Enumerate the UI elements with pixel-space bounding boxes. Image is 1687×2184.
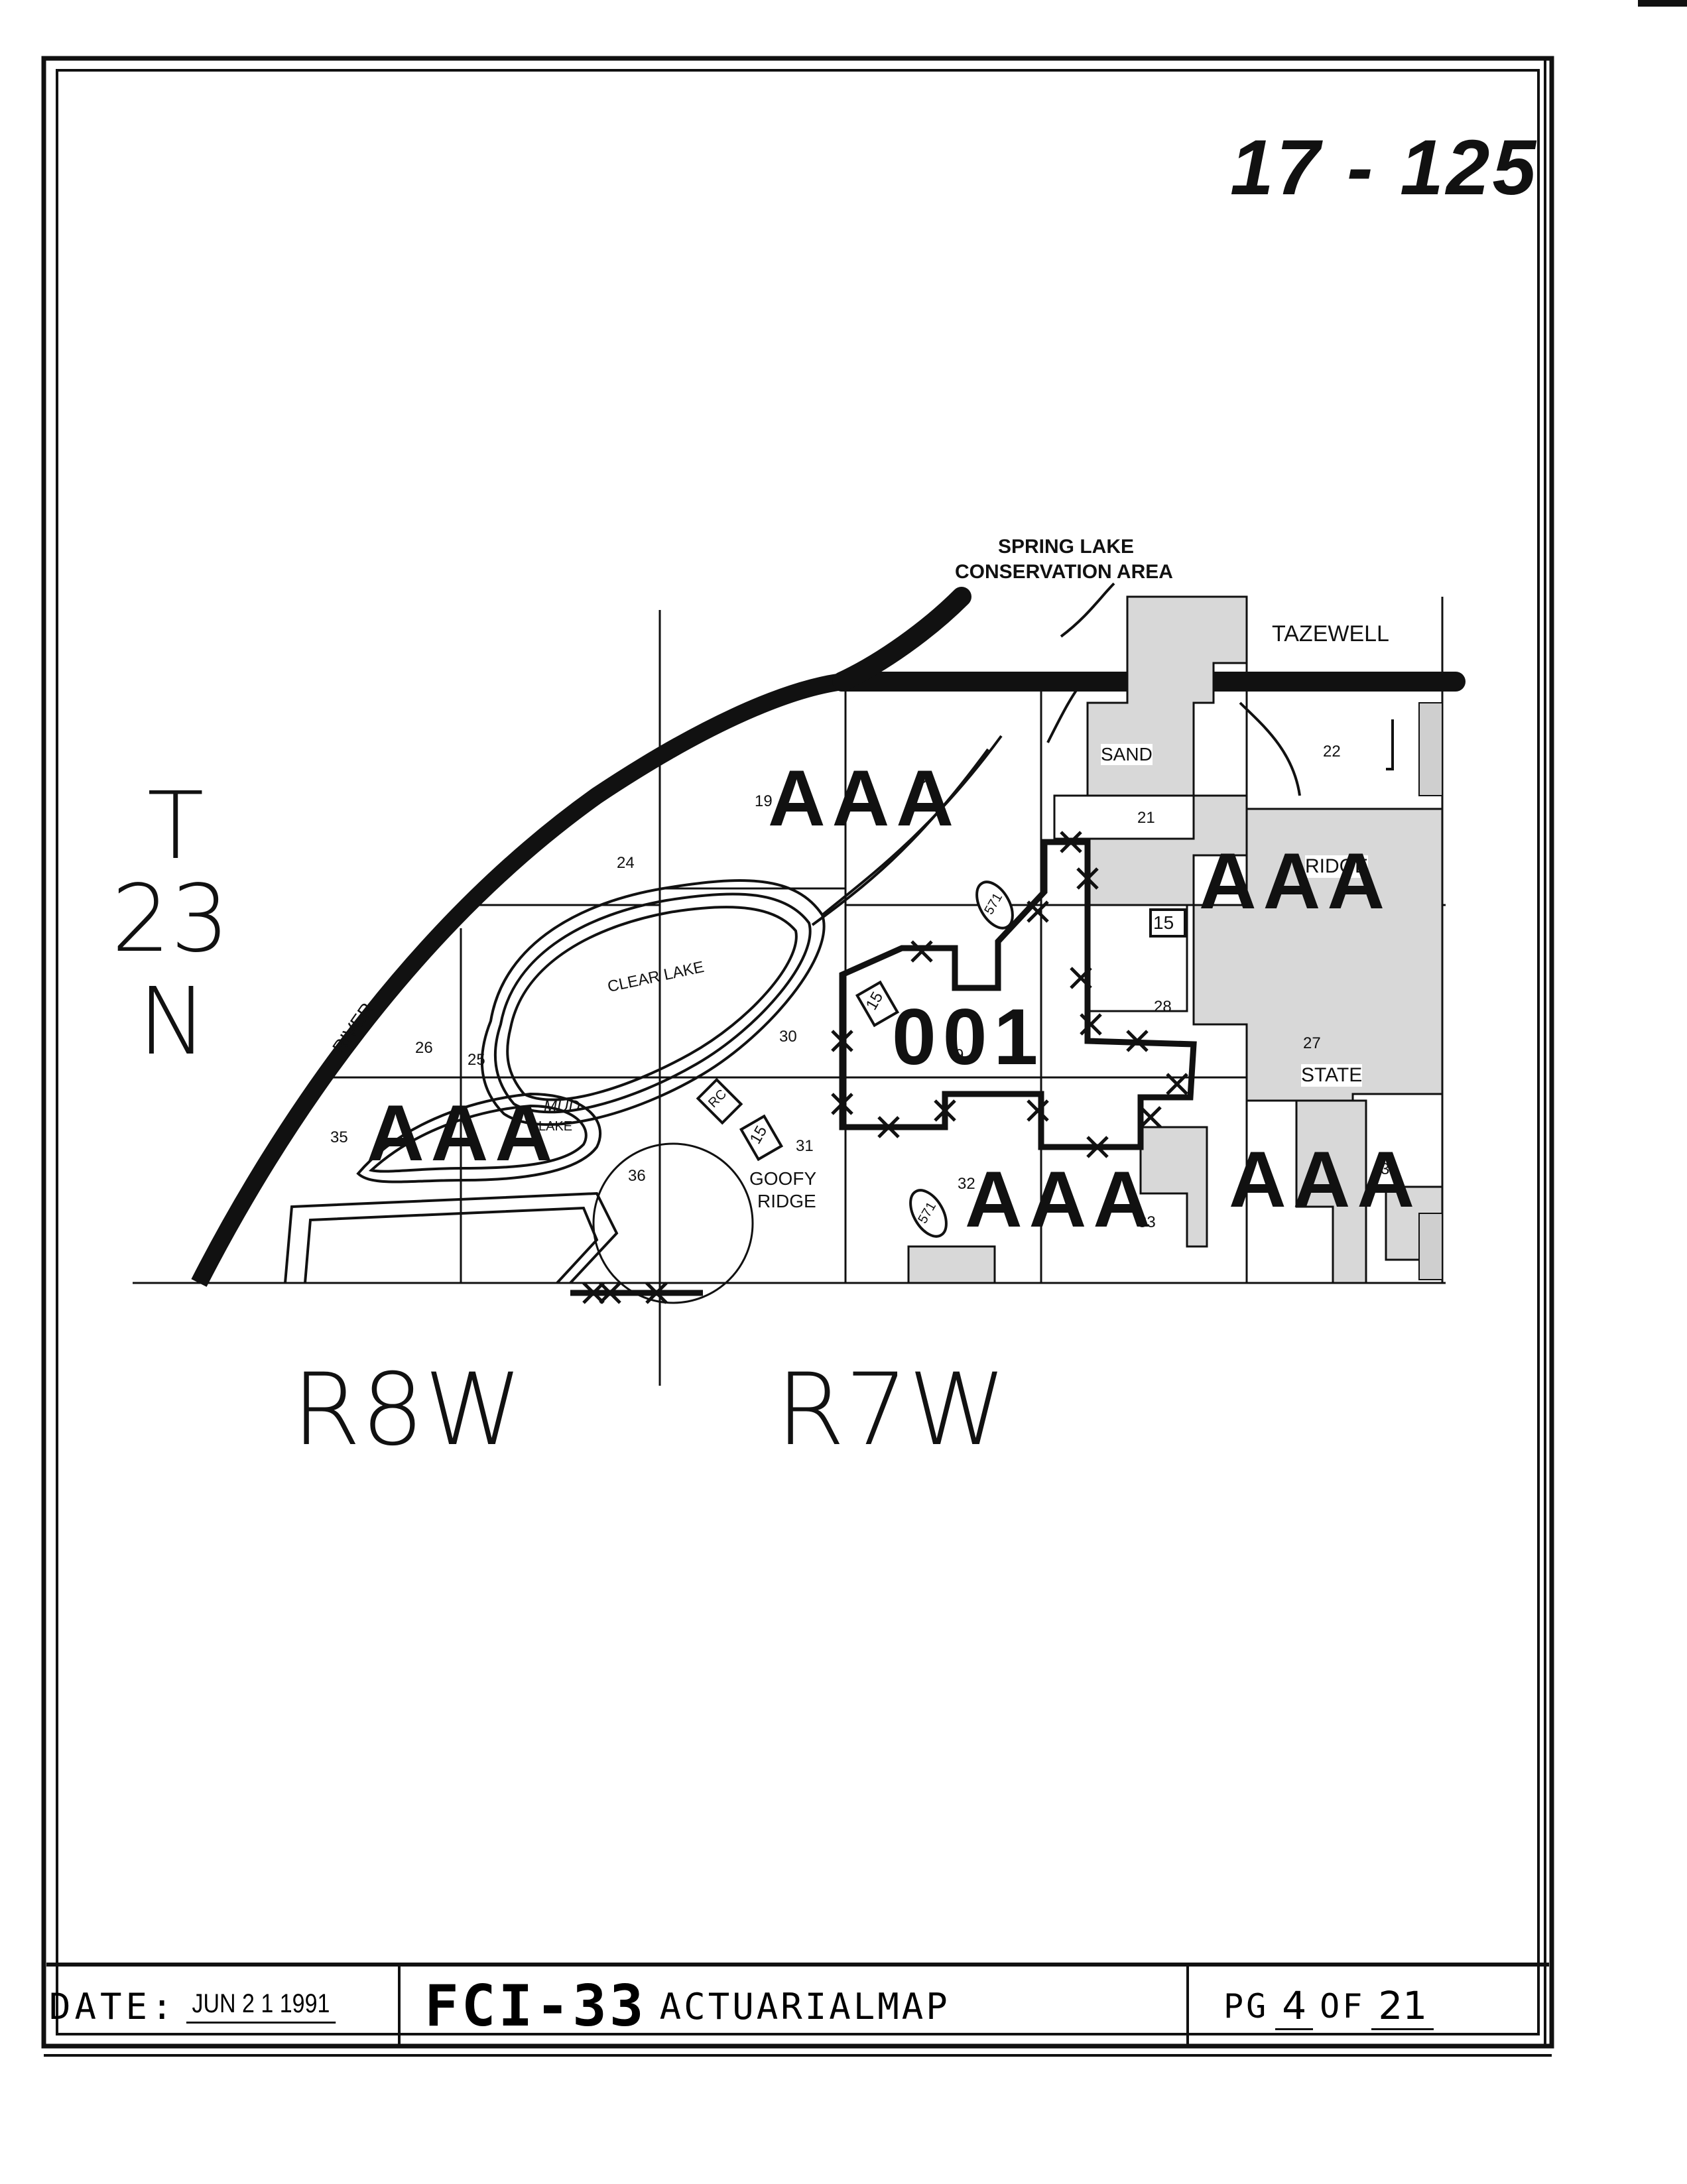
township-letter-t: T	[147, 772, 204, 880]
sand-label: SAND	[1101, 744, 1153, 765]
inner-border	[56, 69, 1540, 2035]
form-title: ACTUARIALMAP	[659, 1985, 950, 2028]
tazewell-label: TAZEWELL	[1272, 621, 1389, 646]
township-letter-n: N	[138, 968, 208, 1076]
page-label: PG	[1223, 1987, 1269, 2026]
section-22: 22	[1323, 743, 1341, 760]
ridge-label: RIDGE	[1305, 855, 1369, 878]
zone-aaa-right: AAA	[1199, 837, 1391, 926]
route-15-shield-c	[739, 1114, 784, 1162]
section-25: 25	[468, 1051, 485, 1069]
section-34: 34	[1381, 1160, 1399, 1178]
mud-lake-label-2: LAKE	[538, 1119, 573, 1134]
form-id: FCI-33	[424, 1973, 647, 2039]
township-number: 23	[111, 865, 230, 973]
section-35: 35	[330, 1128, 348, 1146]
range-label-right: R7W	[776, 1353, 1007, 1468]
section-19: 19	[755, 792, 773, 810]
section-20: 0	[918, 769, 928, 787]
route-15-label-a: 15	[1153, 912, 1174, 933]
route-shields	[696, 880, 1186, 1238]
mud-lake	[356, 1092, 601, 1183]
section-31: 31	[796, 1137, 814, 1155]
goofy-label: GOOFY	[749, 1168, 817, 1189]
zone-aaa-top: AAA	[768, 754, 960, 843]
route-15-shield-a	[1149, 908, 1186, 938]
boundary-x-marks	[582, 831, 1188, 1304]
outer-border	[41, 56, 1554, 2049]
section-21: 21	[1137, 809, 1155, 827]
section-36-circle	[592, 1142, 754, 1304]
section-36: 36	[628, 1167, 646, 1185]
river-line	[191, 673, 844, 1287]
route-15-shield-b	[855, 980, 900, 1028]
mud-lake-label-1: MUD	[544, 1097, 580, 1115]
page-cell: PG 4 OF 21	[1184, 1967, 1549, 2046]
ridge-label-goofy: RIDGE	[757, 1191, 816, 1211]
zone-aaa-bottom-right: AAA	[1229, 1135, 1421, 1224]
conservation-area-label: CONSERVATION AREA	[955, 561, 1173, 583]
date-value: JUN 2 1 1991	[186, 1989, 336, 2024]
section-26: 26	[415, 1039, 433, 1057]
route-571-shield-b	[909, 1189, 948, 1238]
section-27: 27	[1303, 1034, 1321, 1052]
zone-001: 001	[892, 993, 1045, 1081]
title-block: DATE: JUN 2 1 1991 FCI-33 ACTUARIALMAP P…	[46, 1963, 1549, 2046]
map-number: 17 - 125	[1230, 124, 1538, 212]
section-32: 32	[958, 1175, 975, 1193]
section-28: 28	[1154, 998, 1172, 1016]
page-number: 4	[1275, 1983, 1314, 2030]
corner-mark	[1638, 0, 1687, 7]
zone-aaa-left: AAA	[367, 1089, 559, 1178]
of-label: OF	[1320, 1987, 1365, 2026]
section-30: 30	[779, 1028, 797, 1046]
date-cell: DATE: JUN 2 1 1991	[46, 1967, 398, 2046]
form-cell: FCI-33 ACTUARIALMAP	[398, 1967, 1189, 2046]
date-label: DATE:	[49, 1985, 177, 2028]
route-rc-shield	[696, 1077, 743, 1125]
section-29: 9	[955, 1046, 964, 1064]
clear-lake	[480, 735, 1003, 1126]
section-33: 33	[1138, 1213, 1156, 1231]
range-label-left: R8W	[292, 1353, 523, 1468]
zone-aaa-bottom: AAA	[965, 1155, 1157, 1244]
state-label: STATE	[1301, 1064, 1363, 1087]
spring-lake-label: SPRING LAKE	[998, 536, 1135, 558]
route-571-shield-a	[975, 880, 1014, 930]
page-total: 21	[1371, 1983, 1434, 2030]
state-forest-stipple	[907, 595, 1444, 1284]
section-24: 24	[617, 854, 635, 872]
